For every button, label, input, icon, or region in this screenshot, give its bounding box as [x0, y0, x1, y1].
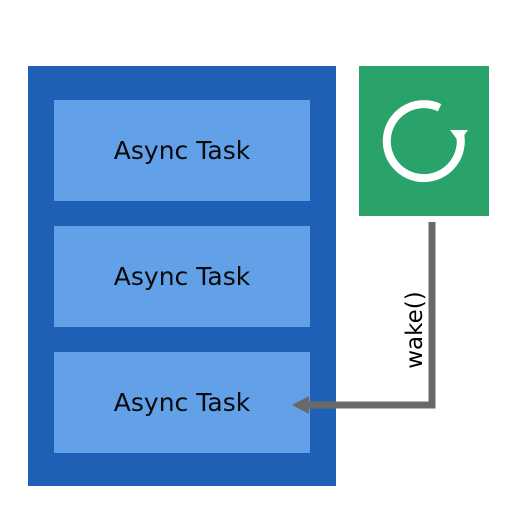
async-task-1: Async Task	[54, 100, 310, 201]
async-task-2-label: Async Task	[113, 262, 251, 291]
wake-label: wake()	[402, 291, 428, 369]
async-task-2: Async Task	[54, 226, 310, 327]
async-task-3-label: Async Task	[113, 388, 251, 417]
async-task-3: Async Task	[54, 352, 310, 453]
executor-box	[359, 66, 489, 216]
async-task-1-label: Async Task	[113, 136, 251, 165]
task-queue: Async Task Async Task Async Task	[28, 66, 336, 486]
refresh-icon	[382, 100, 468, 183]
